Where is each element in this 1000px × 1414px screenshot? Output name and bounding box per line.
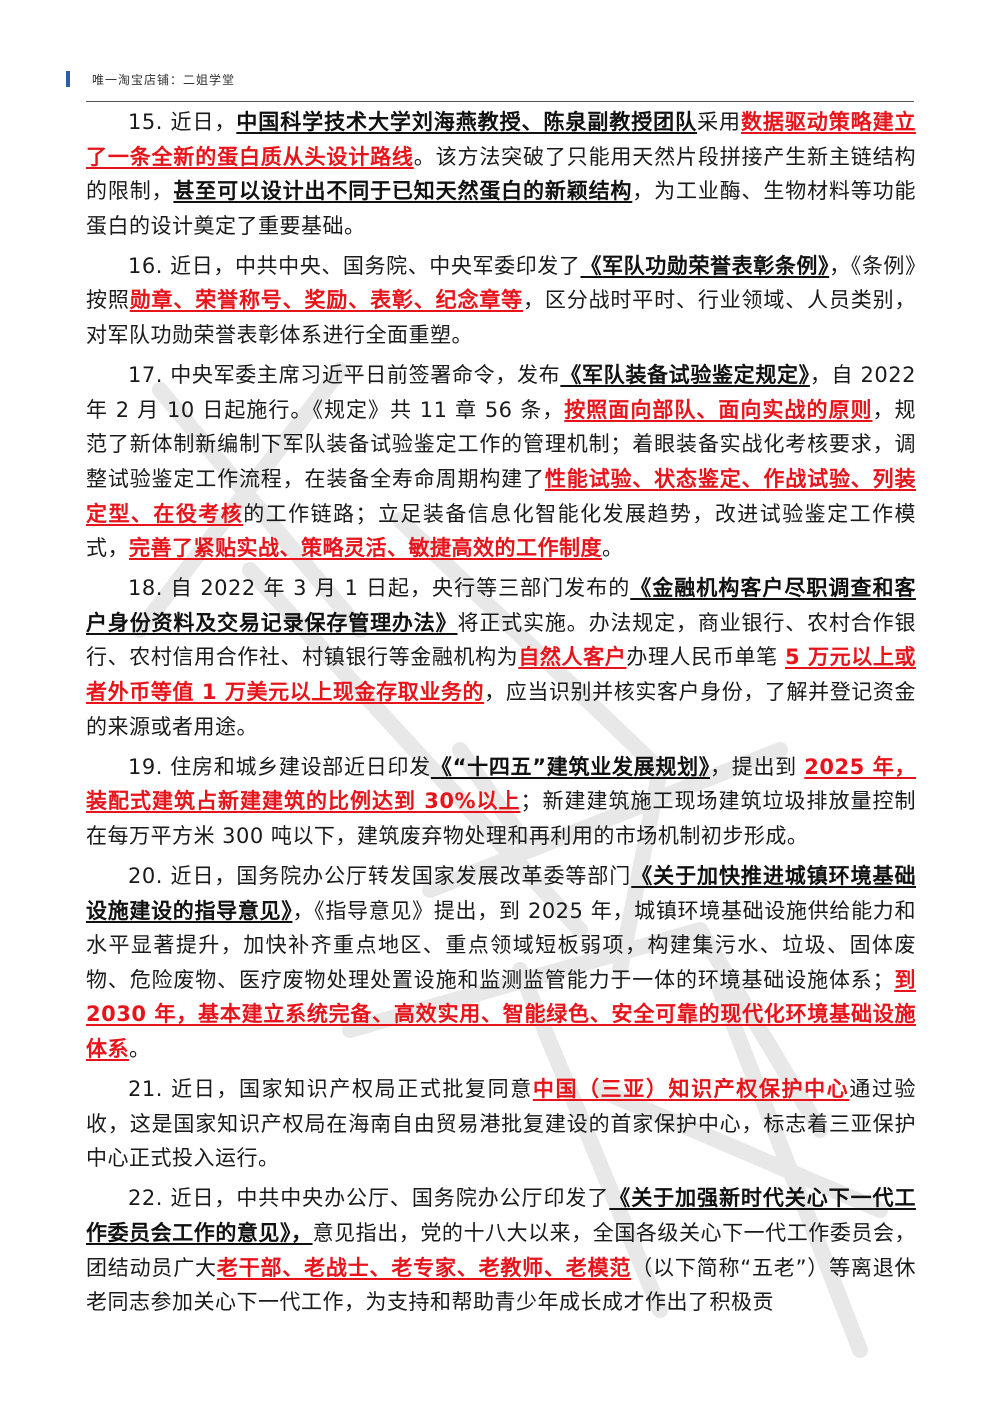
key-point-bold: 《军队功勋荣誉表彰条例》 xyxy=(580,253,830,278)
body-text: 近日，中共中央、国务院、中央军委印发了 xyxy=(162,253,581,278)
body-text: 意见指出，党的十八大以来，全国各级关心下一代工作委员会，团结动员广大 xyxy=(86,1220,916,1280)
body-text: ，自 2022 年 2 月 10 日起施行。《规定》共 11 章 56 条， xyxy=(86,363,916,422)
body-text: 自 2022 年 3 月 1 日起，央行等三部门发布的 xyxy=(162,576,631,601)
news-item-17: 17. 中央军委主席习近平日前签署命令，发布《军队装备试验鉴定规定》，自 202… xyxy=(86,358,916,566)
body-text: ，规范了新体制新编制下军队装备试验鉴定工作的管理机制；着眼装备实战化考核要求，调… xyxy=(86,397,917,491)
item-number: 18. xyxy=(128,576,163,601)
key-point-red: 勋章、荣誉称号、奖励、表彰、纪念章等 xyxy=(129,288,524,313)
news-item-15: 15. 近日，中国科学技术大学刘海燕教授、陈泉副教授团队采用数据驱动策略建立了一… xyxy=(86,105,916,243)
news-item-20: 20. 近日，国务院办公厅转发国家发展改革委等部门《关于加快推进城镇环境基础设施… xyxy=(86,859,916,1067)
body-text: （以下简称“五老”）等离退休老同志参加关心下一代工作，为支持和帮助青少年成长成才… xyxy=(86,1255,917,1315)
body-text: 将正式实施。办法规定，商业银行、农村合作银行、农村信用合作社、村镇银行等金融机构… xyxy=(86,610,917,670)
body-text: 的工作链路；立足装备信息化智能化发展趋势，改进试验鉴定工作模式， xyxy=(86,501,917,561)
body-text: ，提出到 xyxy=(710,754,805,779)
document-body: 15. 近日，中国科学技术大学刘海燕教授、陈泉副教授团队采用数据驱动策略建立了一… xyxy=(86,105,916,1325)
item-number: 16. xyxy=(128,253,163,278)
key-point-red: 自然人客户 xyxy=(518,645,627,670)
key-point-bold: 《金融机构客户尽职调查和客户身份资料及交易记录保存管理办法》 xyxy=(86,576,916,635)
key-point-bold: 《关于加强新时代关心下一代工作委员会工作的意见》， xyxy=(86,1186,916,1245)
key-point-red: 老干部、老战士、老专家、老教师、老模范 xyxy=(216,1255,632,1280)
body-text: 。该方法突破了只能用天然片段拼接产生新主链结构的限制， xyxy=(86,144,917,204)
page-header: 唯一淘宝店铺：二姐学堂 xyxy=(66,70,235,88)
key-point-red: 5 万元以上或者外币等值 1 万美元以上现金存取业务的 xyxy=(86,645,916,704)
news-item-16: 16. 近日，中共中央、国务院、中央军委印发了《军队功勋荣誉表彰条例》，《条例》… xyxy=(86,249,916,353)
body-text: 住房和城乡建设部近日印发 xyxy=(162,754,431,779)
body-text: 。 xyxy=(129,1036,151,1061)
body-text: 近日，国家知识产权局正式批复同意 xyxy=(162,1077,533,1102)
body-text: 通过验收，这是国家知识产权局在海南自由贸易港批复建设的首家保护中心，标志着三亚保… xyxy=(86,1077,917,1171)
key-point-red: 2025 年，装配式建筑占新建建筑的比例达到 30%以上 xyxy=(86,754,916,814)
key-point-bold: 《军队装备试验鉴定规定》 xyxy=(560,363,810,388)
item-number: 17. xyxy=(128,363,163,388)
key-point-red: 中国（三亚）知识产权保护中心 xyxy=(532,1077,850,1102)
key-point-bold: 《关于加快推进城镇环境基础设施建设的指导意见》 xyxy=(86,863,916,923)
header-shop-text: 唯一淘宝店铺：二姐学堂 xyxy=(92,72,236,87)
body-text: 中央军委主席习近平日前签署命令，发布 xyxy=(162,363,561,388)
body-text: ，《条例》按照 xyxy=(86,253,917,313)
item-number: 15. xyxy=(128,110,163,134)
key-point-bold: 甚至可以设计出不同于已知天然蛋白的新颖结构 xyxy=(173,179,633,204)
body-text: 。 xyxy=(602,536,624,561)
news-item-21: 21. 近日，国家知识产权局正式批复同意中国（三亚）知识产权保护中心通过验收，这… xyxy=(86,1072,916,1176)
key-point-red: 按照面向部队、面向实战的原则 xyxy=(564,397,873,422)
body-text: ，区分战时平时、行业领域、人员类别，对军队功勋荣誉表彰体系进行全面重塑。 xyxy=(86,288,917,348)
key-point-red: 数据驱动策略建立了一条全新的蛋白质从头设计路线 xyxy=(86,110,917,169)
news-item-19: 19. 住房和城乡建设部近日印发《“十四五”建筑业发展规划》，提出到 2025 … xyxy=(86,750,916,854)
body-text: ，为工业酶、生物材料等功能蛋白的设计奠定了重要基础。 xyxy=(86,179,917,238)
news-item-22: 22. 近日，中共中央办公厅、国务院办公厅印发了《关于加强新时代关心下一代工作委… xyxy=(86,1181,916,1319)
body-text: ，《指导意见》提出，到 2025 年，城镇环境基础设施供给能力和水平显著提升，加… xyxy=(86,898,917,992)
body-text: 办理人民币单笔 xyxy=(626,645,785,670)
key-point-bold: 中国科学技术大学刘海燕教授、陈泉副教授团队 xyxy=(236,110,698,134)
key-point-red: 完善了紧贴实战、策略灵活、敏捷高效的工作制度 xyxy=(129,536,602,561)
body-text: 采用 xyxy=(697,110,741,134)
body-text: ，应当识别并核实客户身份，了解并登记资金的来源或者用途。 xyxy=(86,680,917,739)
header-accent-bar xyxy=(66,71,70,87)
news-item-18: 18. 自 2022 年 3 月 1 日起，央行等三部门发布的《金融机构客户尽职… xyxy=(86,571,916,744)
item-number: 21. xyxy=(128,1077,163,1102)
body-text: 近日， xyxy=(162,110,237,134)
key-point-red: 到 2030 年，基本建立系统完备、高效实用、智能绿色、安全可靠的现代化环境基础… xyxy=(86,967,917,1061)
item-number: 20. xyxy=(128,863,163,888)
key-point-bold: 《“十四五”建筑业发展规划》 xyxy=(430,754,711,779)
header-divider xyxy=(86,101,914,102)
key-point-red: 性能试验、状态鉴定、作战试验、列装定型、在役考核 xyxy=(86,466,917,526)
item-number: 19. xyxy=(128,754,163,779)
item-number: 22. xyxy=(128,1186,163,1211)
body-text: 近日，国务院办公厅转发国家发展改革委等部门 xyxy=(162,863,632,888)
body-text: 近日，中共中央办公厅、国务院办公厅印发了 xyxy=(162,1186,610,1211)
body-text: ；新建建筑施工现场建筑垃圾排放量控制在每万平方米 300 吨以下，建筑废弃物处理… xyxy=(86,789,917,848)
